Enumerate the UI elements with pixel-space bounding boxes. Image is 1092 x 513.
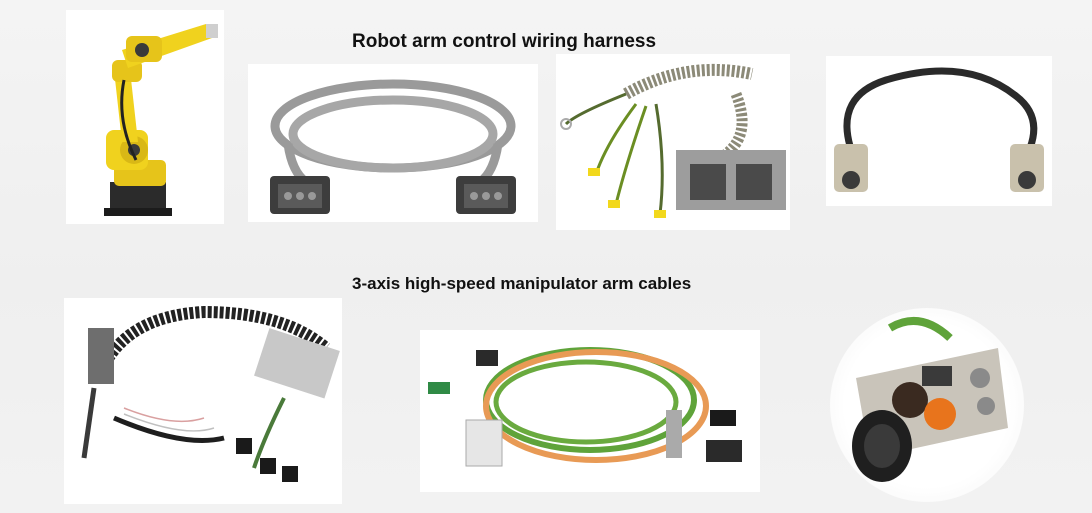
connector-panel-lamp-photo [830, 308, 1024, 502]
corrugated-harness-photo [64, 298, 342, 504]
braided-harness-photo [556, 54, 790, 230]
black-round-connector-cable-photo [826, 56, 1052, 206]
caption-robot-arm-harness: Robot arm control wiring harness [352, 31, 657, 52]
grey-cable-harness-photo [248, 64, 538, 222]
green-orange-cables-photo [420, 330, 760, 492]
robot-arm-photo [66, 10, 224, 224]
caption-manipulator-arm-cables: 3-axis high-speed manipulator arm cables [352, 274, 692, 293]
